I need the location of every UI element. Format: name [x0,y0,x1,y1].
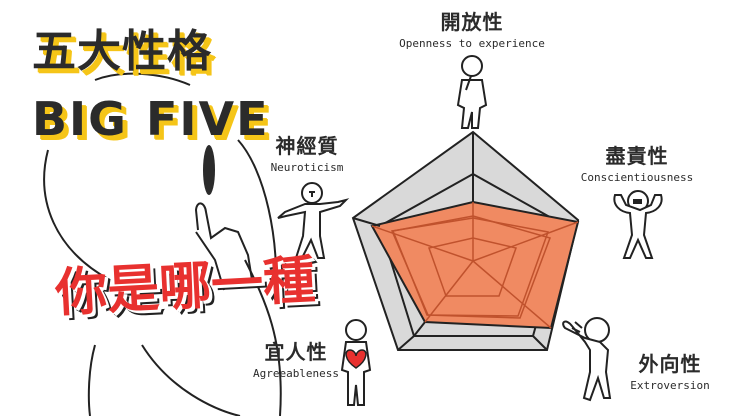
neuroticism-figure [277,182,350,259]
radar-chart [351,130,580,351]
trait-label-neuroticism: 神經質 Neuroticism [262,136,352,173]
trait-chinese-openness: 開放性 [440,10,504,34]
conscientiousness-figure [613,190,663,259]
character-eye [203,145,215,195]
big-character-head-outline [43,149,111,281]
trait-english-extroversion: Extroversion [630,379,710,392]
openness-figure [456,55,488,129]
trait-chinese-conscientiousness: 盡責性 [605,144,669,168]
trait-chinese-extroversion: 外向性 [638,352,702,376]
trait-label-openness: 開放性 Openness to experience [386,12,558,49]
trait-english-conscientiousness: Conscientiousness [580,171,694,184]
question-headline: 你是哪一種 [53,250,317,324]
heart-icon [345,349,367,369]
trait-label-conscientiousness: 盡責性 Conscientiousness [572,146,702,183]
trait-label-extroversion: 外向性 Extroversion [620,354,720,391]
trait-label-agreeableness: 宜人性 Agreeableness [244,342,348,379]
pointing-hand-outline [194,202,253,281]
trait-chinese-neuroticism: 神經質 [275,134,339,158]
extroversion-figure [562,317,612,402]
trait-chinese-agreeableness: 宜人性 [264,340,328,364]
trait-english-agreeableness: Agreeableness [252,367,340,380]
trait-english-neuroticism: Neuroticism [270,161,344,174]
title-chinese: 五大性格 [32,26,212,77]
radar-profile-area [370,200,580,330]
title-english: BIG FIVE [32,92,270,146]
trait-english-openness: Openness to experience [399,37,545,50]
